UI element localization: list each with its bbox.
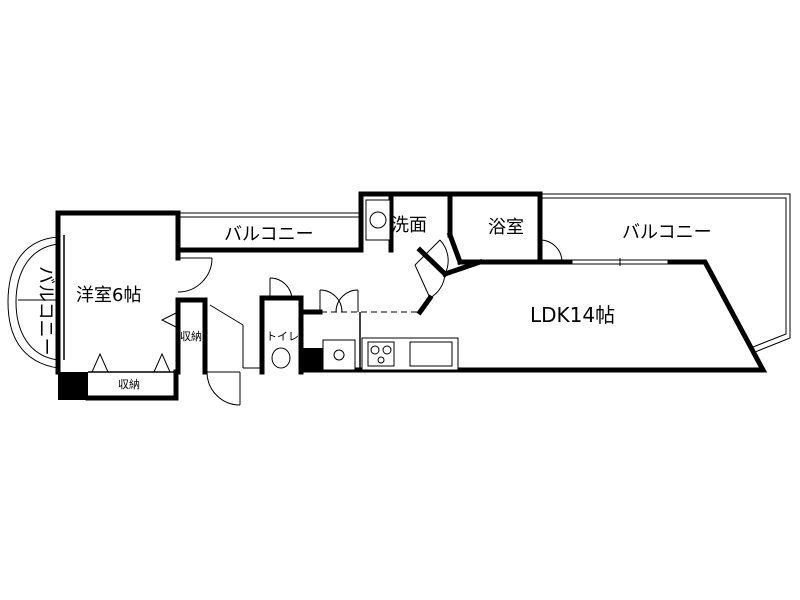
- washroom: 洗面: [358, 191, 453, 299]
- balcony-left-label: バルコニー: [35, 266, 56, 356]
- toilet: トイレ: [259, 277, 304, 375]
- balcony-top-left: バルコニー: [177, 212, 362, 251]
- fridge-space: [301, 348, 323, 370]
- western-room-label: 洋室6帖: [76, 285, 141, 306]
- kitchen: [301, 312, 459, 371]
- balcony-top-right-label: バルコニー: [622, 222, 712, 243]
- ldk: LDK14帖: [298, 258, 768, 373]
- wm-drum: [333, 349, 345, 361]
- burner-3: [377, 356, 385, 364]
- storage-b-label: 収納: [118, 378, 140, 391]
- balcony-left: バルコニー: [7, 236, 59, 369]
- storage-a-label: 収納: [180, 330, 202, 343]
- pillar: [58, 372, 88, 400]
- basin-bowl: [369, 211, 387, 229]
- bathroom: 浴室: [446, 191, 563, 266]
- balcony-top-right: バルコニー: [540, 193, 791, 353]
- burner-1: [370, 345, 380, 355]
- ldk-label: LDK14帖: [530, 303, 615, 327]
- washroom-label: 洗面: [391, 215, 427, 236]
- burner-2: [382, 345, 392, 355]
- balcony-top-left-label: バルコニー: [224, 224, 314, 245]
- toilet-bowl: [271, 347, 291, 369]
- western-room: 洋室6帖 収納 収納: [55, 210, 213, 401]
- sink: [409, 341, 453, 367]
- bath-label: 浴室: [488, 217, 524, 238]
- toilet-label: トイレ: [266, 330, 299, 343]
- corridor: [175, 247, 364, 406]
